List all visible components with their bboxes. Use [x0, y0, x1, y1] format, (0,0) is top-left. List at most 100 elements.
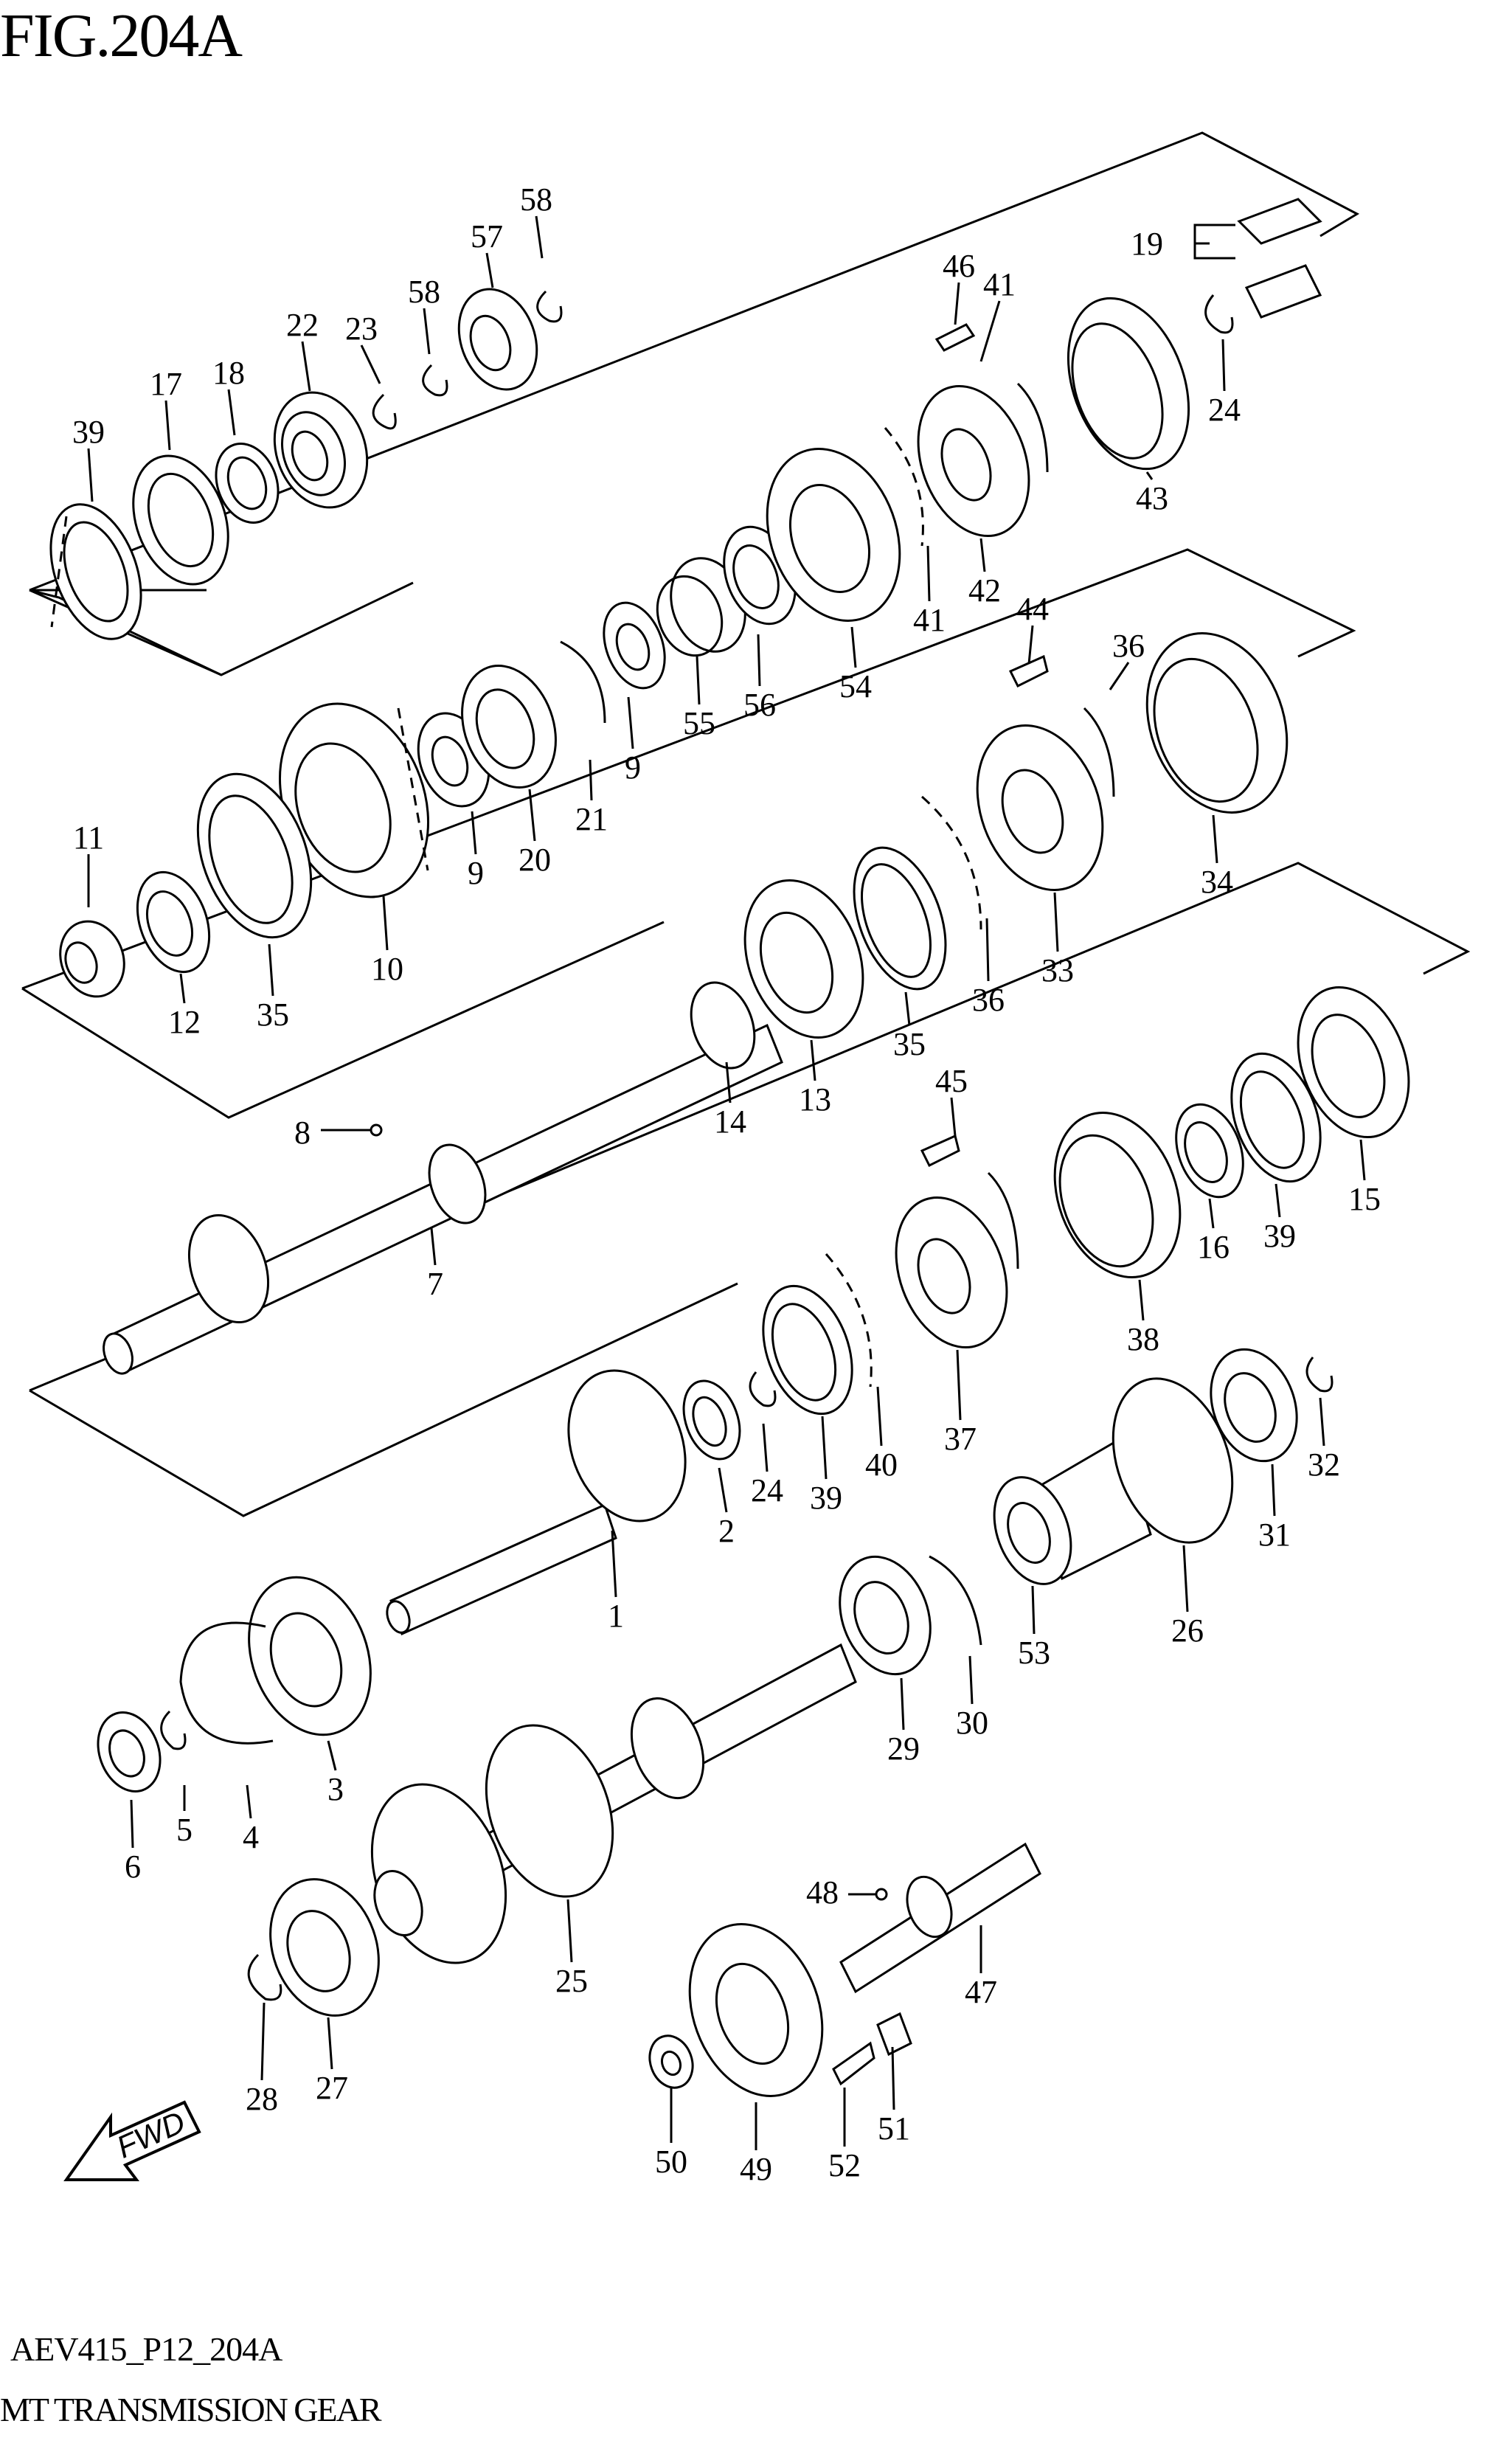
part-callout-15: 15	[1348, 1181, 1381, 1217]
part-callout-18: 18	[212, 355, 245, 391]
drawing-code: AEV415_P12_204A	[10, 2330, 282, 2368]
leader-line-29	[900, 1677, 905, 1731]
leader-line-6	[130, 1799, 134, 1849]
snap-ring-21	[560, 640, 606, 724]
part-callout-10: 10	[371, 951, 403, 987]
part-callout-2: 2	[718, 1513, 735, 1549]
synchro-39-right	[1230, 1052, 1322, 1183]
part-callout-7: 7	[427, 1266, 443, 1302]
ring-40-top	[987, 1171, 1019, 1269]
collar-57	[457, 288, 538, 391]
leader-line-54	[850, 626, 857, 668]
part-callout-24: 24	[1208, 392, 1241, 428]
part-callout-48: 48	[806, 1874, 839, 1911]
leader-line-4	[246, 1784, 252, 1819]
part-callout-37: 37	[944, 1421, 977, 1457]
leader-line-16	[1208, 1198, 1215, 1229]
sleeve-38	[1053, 1112, 1182, 1278]
part-callout-44: 44	[1016, 591, 1049, 627]
ring-36-dash	[921, 795, 982, 930]
part-callout-29: 29	[887, 1731, 920, 1767]
part-callout-26: 26	[1171, 1613, 1204, 1649]
leader-lines	[87, 215, 1366, 2150]
part-callout-58: 58	[408, 274, 440, 310]
snap-ring-30	[929, 1555, 982, 1646]
needle-bearing-16	[1175, 1103, 1244, 1199]
part-callout-52: 52	[828, 2147, 861, 2183]
leader-line-36	[985, 918, 990, 982]
leader-line-56	[757, 634, 761, 687]
leader-line-41	[926, 545, 931, 602]
part-callout-41: 41	[913, 602, 946, 638]
snap-ring-58b	[536, 290, 563, 323]
leader-line-58	[535, 215, 544, 259]
part-callout-1: 1	[608, 1598, 624, 1634]
bearing-20	[461, 665, 557, 789]
leader-line-55	[696, 656, 701, 705]
leader-line-46	[954, 282, 960, 325]
snap-ring-23	[372, 393, 397, 430]
oil-seal-6	[97, 1711, 162, 1792]
snap-ring-24-top	[1204, 294, 1234, 334]
part-callout-21: 21	[575, 801, 608, 837]
ring-40-dash	[825, 1253, 873, 1388]
hub-37	[895, 1196, 1008, 1349]
part-callout-55: 55	[683, 705, 715, 741]
part-callout-14: 14	[714, 1104, 746, 1140]
reverse-shaft-47	[839, 1842, 1041, 1994]
part-callout-24: 24	[751, 1472, 783, 1508]
part-callout-42: 42	[968, 572, 1001, 609]
part-callout-36: 36	[1112, 628, 1145, 664]
leader-line-41	[979, 300, 1001, 362]
leader-line-18	[227, 389, 236, 436]
countershaft-25	[370, 1643, 857, 1964]
bearing-31	[1210, 1348, 1298, 1463]
leader-line-20	[528, 789, 536, 842]
leader-line-7	[430, 1227, 437, 1266]
part-callout-39: 39	[810, 1480, 842, 1516]
main-shaft-7	[103, 981, 783, 1375]
part-callout-49: 49	[740, 2151, 772, 2187]
leader-line-53	[1031, 1585, 1036, 1635]
bearing-27	[269, 1878, 380, 2017]
leader-line-22	[301, 341, 311, 392]
leader-line-35	[268, 943, 274, 997]
snap-ring-4	[179, 1621, 274, 1745]
sleeve-11	[59, 920, 125, 998]
synchro-40	[762, 1284, 853, 1416]
part-callout-5: 5	[176, 1812, 193, 1848]
part-callout-8: 8	[294, 1115, 311, 1151]
part-callout-9: 9	[468, 855, 484, 891]
leader-line-58	[423, 308, 431, 355]
leader-line-27	[327, 2017, 333, 2070]
ring-41-top	[1016, 382, 1049, 473]
leader-line-39	[87, 448, 94, 502]
leader-line-9	[627, 696, 634, 749]
part-callout-51: 51	[878, 2110, 910, 2147]
leader-line-24	[1221, 339, 1226, 392]
reverse-gear-49	[688, 1923, 824, 2097]
part-callout-32: 32	[1308, 1447, 1340, 1483]
part-callout-19: 19	[1131, 226, 1163, 262]
bracket-19	[1193, 224, 1235, 260]
leader-line-57	[485, 252, 494, 288]
part-callout-11: 11	[73, 820, 104, 856]
part-callout-38: 38	[1127, 1321, 1159, 1357]
part-callout-50: 50	[655, 2144, 687, 2180]
leader-line-38	[1138, 1279, 1145, 1321]
bearing-22	[273, 391, 369, 509]
part-callout-46: 46	[943, 248, 975, 284]
leader-line-24	[762, 1423, 769, 1472]
part-callout-45: 45	[935, 1063, 968, 1099]
leader-line-12	[179, 973, 186, 1004]
leader-line-35	[904, 991, 911, 1026]
leader-line-28	[260, 2002, 266, 2081]
part-callout-13: 13	[799, 1081, 831, 1118]
part-callout-57: 57	[471, 218, 503, 254]
part-callout-3: 3	[327, 1771, 344, 1807]
leader-line-1	[611, 1530, 617, 1598]
fwd-arrow: FWD	[63, 2100, 201, 2181]
part-callout-20: 20	[519, 842, 551, 878]
input-shaft-1	[386, 1369, 687, 1636]
leader-line-2	[718, 1467, 728, 1513]
